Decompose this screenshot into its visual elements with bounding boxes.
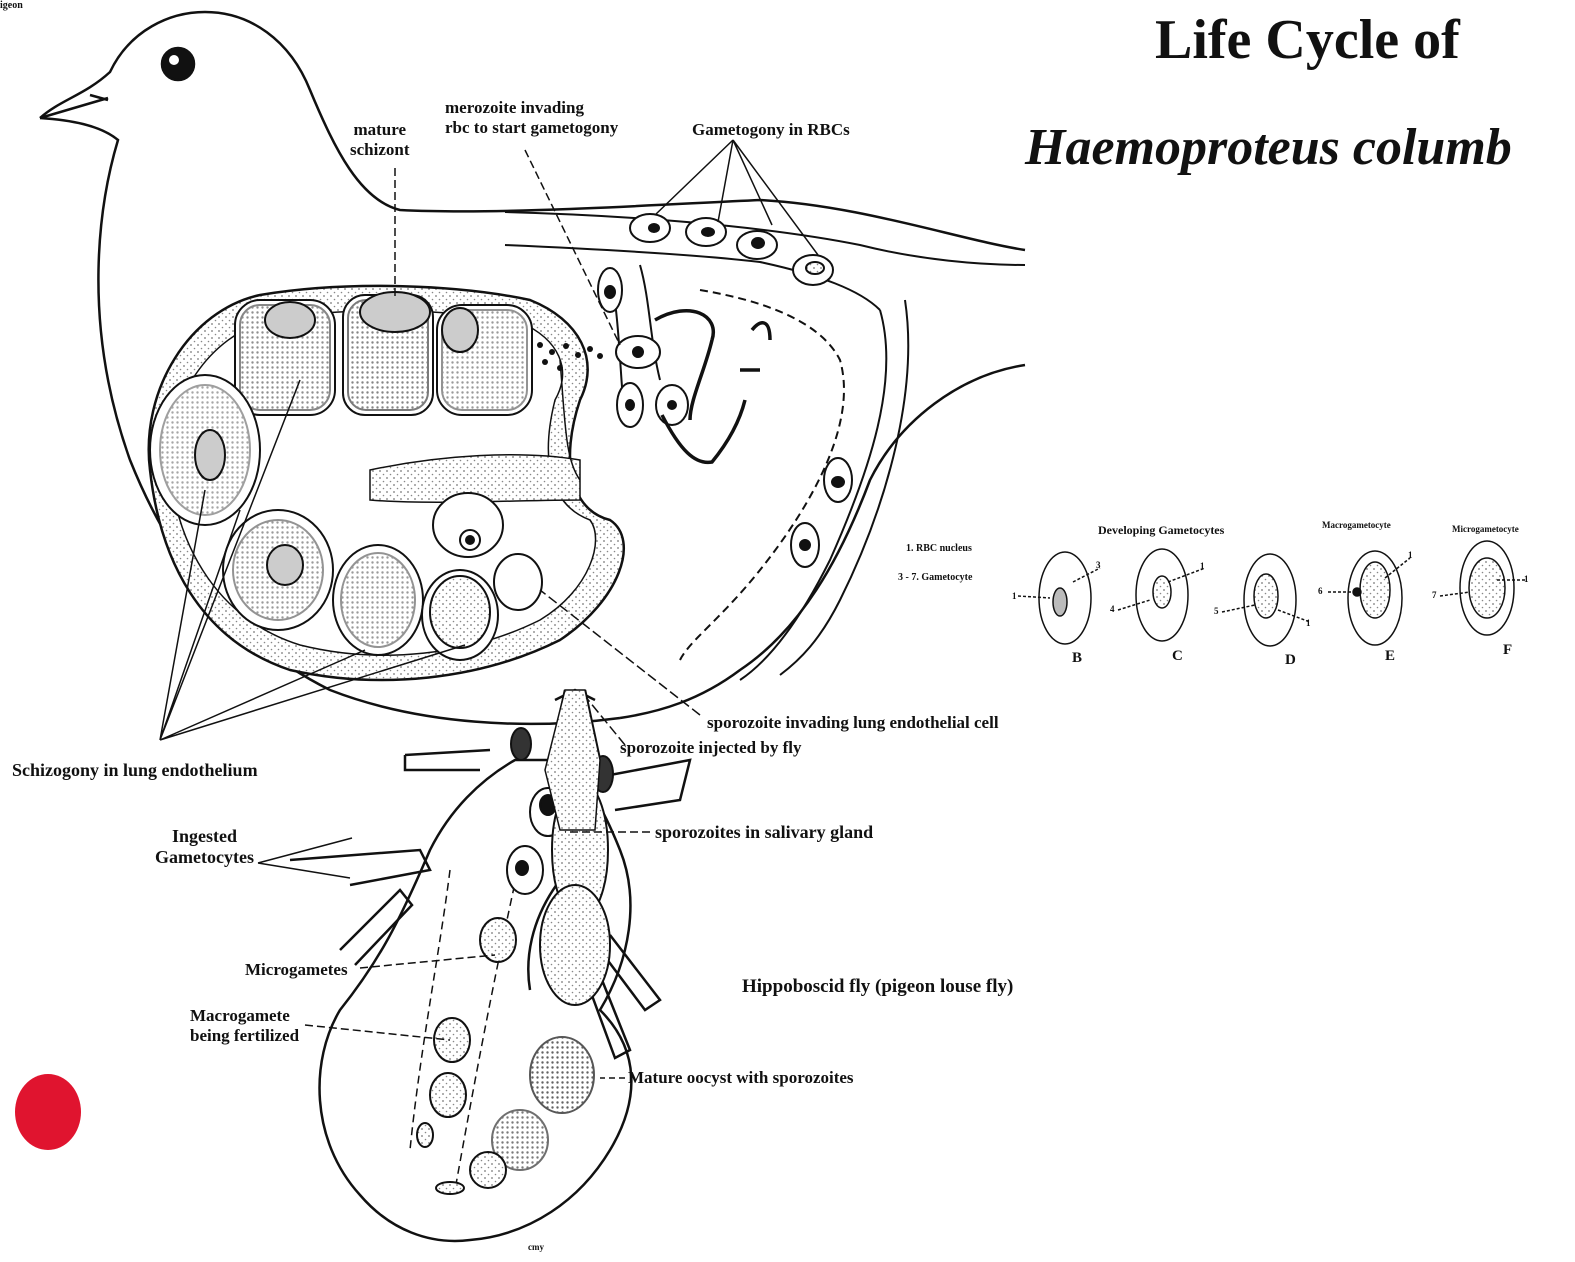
label-microgametes: Microgametes: [245, 960, 348, 980]
label-sporozoite-injected: sporozoite injected by fly: [620, 738, 801, 758]
header-microgametocyte: Microgametocyte: [1452, 524, 1519, 534]
mark-d-1: 1: [1306, 618, 1311, 628]
label-macrogamete: Macrogamete being fertilized: [190, 1006, 299, 1045]
label-mature-schizont: mature schizont: [350, 120, 410, 159]
red-marker-dot: [15, 1074, 81, 1150]
legend-rbc-nucleus: 1. RBC nucleus: [906, 543, 972, 555]
cell-letter-b: B: [1072, 650, 1082, 667]
title-line-2: Haemoproteus columb: [1025, 118, 1512, 178]
header-developing: Developing Gametocytes: [1098, 524, 1224, 538]
signature: cmy: [528, 1242, 544, 1252]
mark-f-7: 7: [1432, 590, 1437, 600]
gametogony-rbcs: [598, 214, 852, 567]
mark-e-6: 6: [1318, 586, 1323, 596]
label-merozoite-invading: merozoite invading rbc to start gametogo…: [445, 98, 618, 137]
fly-structures: [417, 690, 613, 1194]
mark-c-1: 1: [1200, 561, 1205, 571]
mark-b-3: 3: [1096, 560, 1101, 570]
gametocyte-panel: [1018, 541, 1525, 646]
label-fly-name: Hippoboscid fly (pigeon louse fly): [742, 976, 1013, 998]
label-sporozoite-invading: sporozoite invading lung endothelial cel…: [707, 713, 999, 733]
cell-letter-d: D: [1285, 652, 1296, 669]
cell-letter-e: E: [1385, 648, 1395, 665]
label-salivary-gland: sporozoites in salivary gland: [655, 822, 873, 843]
header-macrogametocyte: Macrogametocyte: [1322, 520, 1391, 530]
cell-letter-c: C: [1172, 648, 1183, 665]
label-mature-oocyst: Mature oocyst with sporozoites: [628, 1068, 854, 1088]
label-ingested-gametocytes: Ingested Gametocytes: [155, 826, 254, 867]
mark-c-4: 4: [1110, 604, 1115, 614]
legend-gametocyte: 3 - 7. Gametocyte: [898, 572, 972, 584]
cell-letter-f: F: [1503, 642, 1512, 659]
mark-f-1: 1: [1524, 574, 1529, 584]
title-line-1: Life Cycle of: [1155, 8, 1460, 72]
mark-e-1: 1: [1408, 550, 1413, 560]
label-schizogony: Schizogony in lung endothelium: [12, 760, 258, 781]
corner-label: igeon: [0, 0, 23, 12]
mark-d-5: 5: [1214, 606, 1219, 616]
label-gametogony: Gametogony in RBCs: [692, 120, 850, 140]
mark-b-1: 1: [1012, 591, 1017, 601]
